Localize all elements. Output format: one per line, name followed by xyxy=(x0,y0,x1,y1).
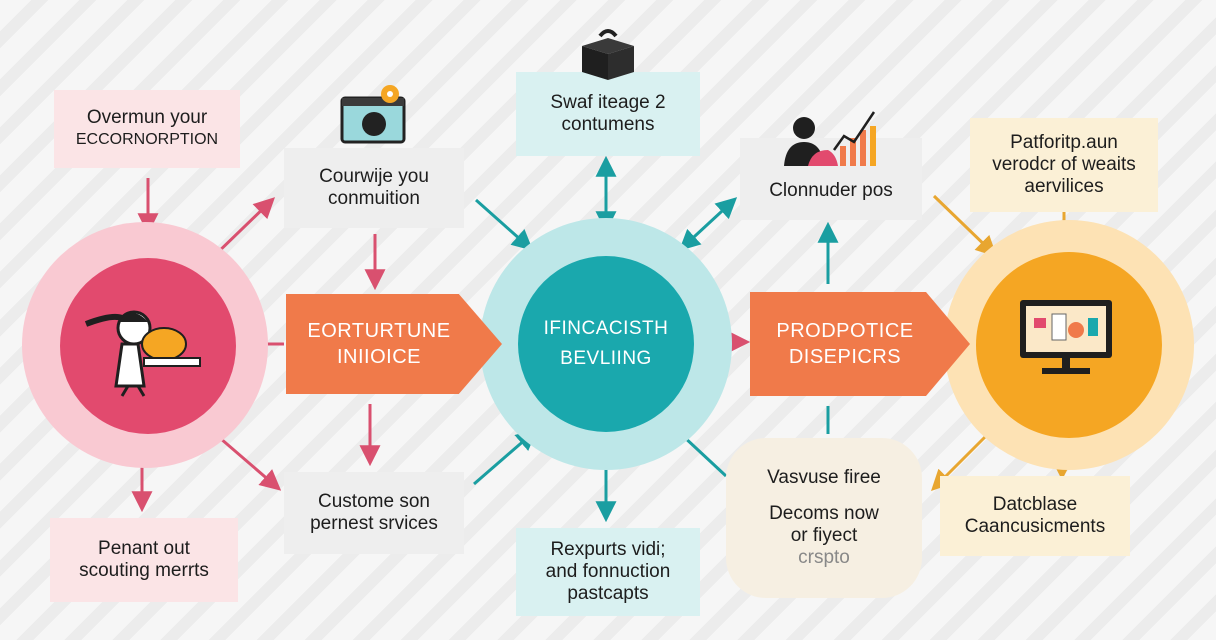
node-right-lower-line-4: crspto xyxy=(798,547,850,568)
node-top-center-line-2: contumens xyxy=(561,114,655,135)
node-far-right-bottom-line-2: Caancusicments xyxy=(964,516,1106,537)
chevron-left: EORTURTUNE INIIOICE xyxy=(286,294,502,394)
node-bottom-left-line-1: Penant out xyxy=(98,538,190,559)
node-bottom-center-line-3: pastcapts xyxy=(567,583,649,604)
node-bottom-left: Penant out scouting merrts xyxy=(50,518,238,602)
node-right-lower-line-3: or fiyect xyxy=(790,525,858,546)
node-bottom-center: Rexpurts vidi; and fonnuction pastcapts xyxy=(516,528,700,616)
node-right-upper-line-1: Clonnuder pos xyxy=(769,180,893,201)
node-right-lower: Vasvuse firee Decoms now or fiyect crspt… xyxy=(726,438,922,598)
node-right-lower-line-1: Vasvuse firee xyxy=(767,467,881,488)
node-right-lower-line-2: Decoms now xyxy=(769,503,879,524)
node-far-right-top-line-3: aervilices xyxy=(1024,176,1104,197)
person-with-bag-icon xyxy=(84,310,201,397)
node-far-right-bottom-line-1: Datcblase xyxy=(992,494,1078,515)
briefcase-icon xyxy=(582,29,634,80)
node-far-right-top-line-1: Patforitp.aun xyxy=(1010,132,1118,153)
node-far-right-bottom: Datcblase Caancusicments xyxy=(940,476,1130,556)
hub-line-1: IFINCACISTH xyxy=(543,318,669,339)
presenter-chart-icon xyxy=(784,111,876,166)
hub-line-2: BEVLIING xyxy=(560,348,652,369)
node-bottom-center-line-2: and fonnuction xyxy=(545,561,671,582)
arrow-far-right-top-to-circle xyxy=(932,194,998,257)
arrow-left-upper-to-hub xyxy=(475,198,534,251)
node-bottom-left-line-2: scouting merrts xyxy=(79,560,209,581)
node-left-upper-line-1: Courwije you xyxy=(319,166,429,187)
node-left-upper-line-2: conmuition xyxy=(328,188,420,209)
node-left-lower: Custome son pernest srvices xyxy=(284,472,464,554)
node-top-left-line-2: ECCORNORPTION xyxy=(75,131,219,148)
node-right-upper: Clonnuder pos xyxy=(740,138,922,220)
node-top-center-line-1: Swaf iteage 2 xyxy=(550,92,666,113)
chevron-left-line-2: INIIOICE xyxy=(336,346,421,368)
chevron-left-line-1: EORTURTUNE xyxy=(307,320,451,342)
hub-circle xyxy=(518,256,694,432)
chevron-right-line-1: PRODPOTICE xyxy=(776,320,914,342)
node-far-right-top-line-2: verodcr of weaits xyxy=(992,154,1136,175)
node-top-left-line-1: Overmun your xyxy=(86,107,208,128)
node-top-center: Swaf iteage 2 contumens xyxy=(516,72,700,156)
chevron-right: PRODPOTICE DISEPICRS xyxy=(750,292,970,396)
camera-icon xyxy=(340,85,406,144)
hub-label: IFINCACISTH BEVLIING xyxy=(518,256,694,432)
node-left-lower-line-1: Custome son xyxy=(318,491,430,512)
node-bottom-center-line-1: Rexpurts vidi; xyxy=(550,539,666,560)
node-left-lower-line-2: pernest srvices xyxy=(310,513,438,534)
node-top-left: Overmun your ECCORNORPTION xyxy=(54,90,240,168)
node-far-right-top: Patforitp.aun verodcr of weaits aervilic… xyxy=(970,118,1158,212)
arrow-hub-to-right-upper xyxy=(678,197,738,251)
monitor-icon xyxy=(1020,300,1112,374)
node-left-upper: Courwije you conmuition xyxy=(284,148,464,228)
chevron-right-line-2: DISEPICRS xyxy=(788,346,902,368)
arrow-left-lower-to-hub xyxy=(473,429,538,486)
